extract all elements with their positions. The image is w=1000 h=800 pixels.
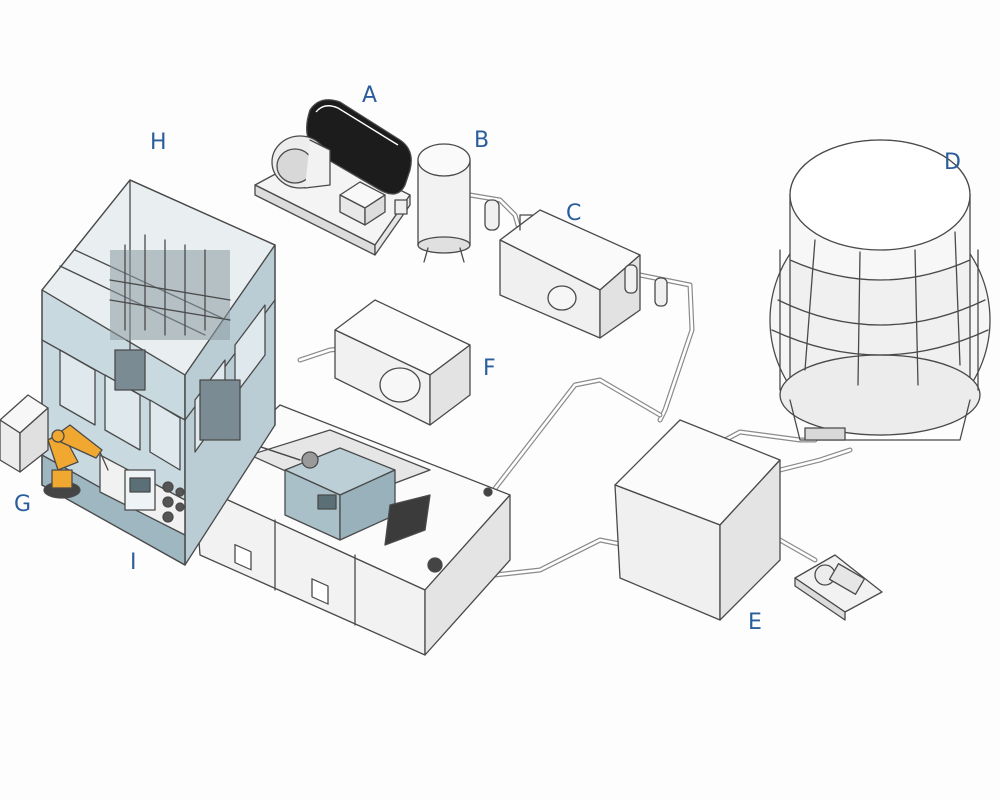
label-c: C: [566, 201, 582, 226]
label-g: G: [14, 492, 32, 517]
label-a: A: [362, 83, 378, 108]
robot-arm: [43, 424, 109, 499]
cooling-tower: [769, 139, 991, 441]
label-h: H: [150, 130, 167, 155]
label-b: B: [474, 128, 490, 153]
chiller-unit: [614, 419, 781, 621]
side-cabinet: [0, 394, 49, 473]
robot-cell-enclosure: [41, 179, 276, 566]
pipe-network: [297, 192, 853, 578]
dryer-unit: [499, 209, 668, 339]
mold-temperature-unit: [334, 299, 471, 426]
compressor-unit: [254, 99, 412, 256]
internal-mechanism: [109, 234, 241, 441]
pump-unit: [794, 554, 883, 621]
label-i: I: [130, 550, 137, 575]
receiver-tank: [394, 143, 500, 263]
label-d: D: [944, 150, 961, 175]
label-f: F: [483, 356, 496, 381]
label-e: E: [748, 610, 762, 635]
